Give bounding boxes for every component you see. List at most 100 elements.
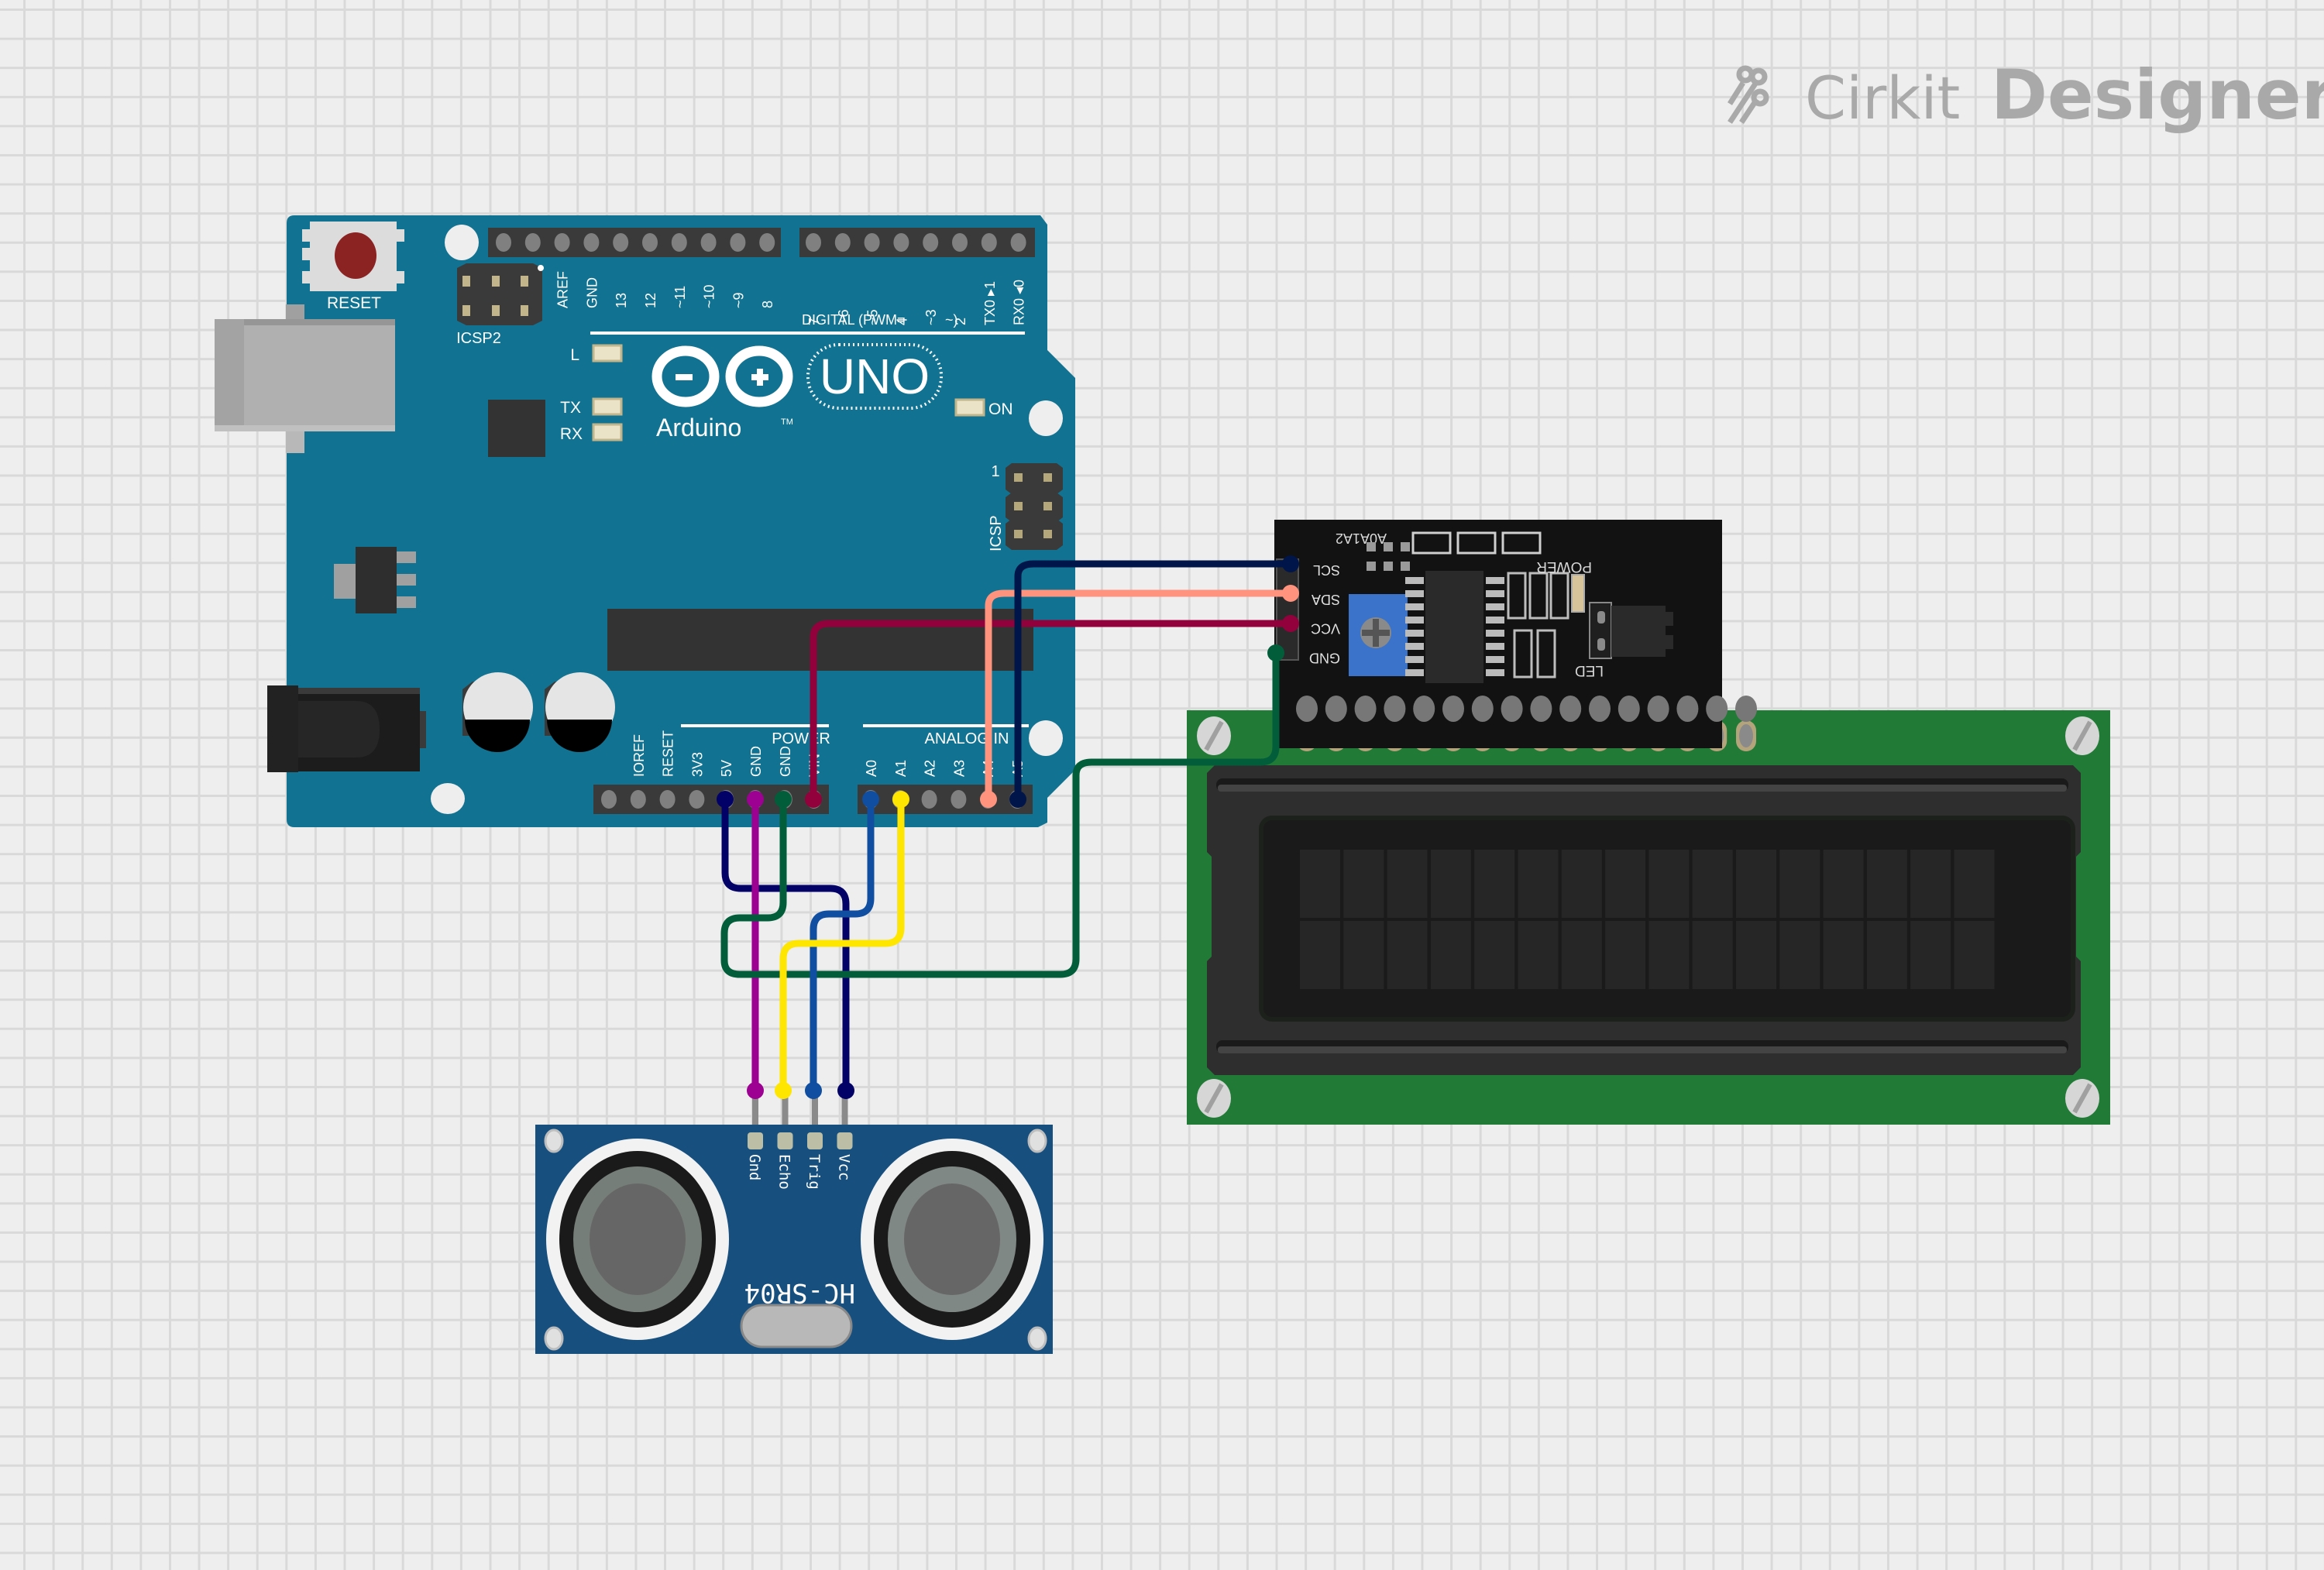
wire-a5-to-i2c-scl[interactable] [1014, 560, 1294, 803]
i2c-bottom-pin [1647, 696, 1669, 722]
i2c-bottom-pin [1589, 696, 1611, 722]
pin-label: ~10 [702, 284, 717, 308]
potentiometer[interactable] [1349, 594, 1408, 676]
lcd-cell [1387, 850, 1428, 918]
header-pin[interactable] [601, 790, 617, 809]
wire-endpoint[interactable] [892, 791, 909, 808]
icsp-label: ICSP [988, 515, 1005, 551]
wire-endpoint[interactable] [1282, 615, 1299, 632]
pin-label: RESET [661, 730, 676, 777]
backlight-jumper[interactable] [1589, 602, 1673, 659]
lcd-cell [1823, 921, 1864, 989]
crystal-oscillator [740, 1304, 853, 1348]
header-pin[interactable] [700, 233, 717, 252]
sensor-pad[interactable] [777, 1132, 793, 1149]
power-led [1571, 574, 1585, 613]
wire-endpoint[interactable] [1009, 791, 1026, 808]
transducer-right [861, 1139, 1043, 1340]
wire-a0-to-trig[interactable] [810, 795, 875, 1094]
sensor-pad[interactable] [807, 1132, 823, 1149]
voltage-regulator [334, 547, 416, 613]
header-pin[interactable] [806, 233, 821, 252]
wire-a1-to-echo[interactable] [779, 795, 905, 1094]
header-pin[interactable] [893, 233, 909, 252]
header-pin[interactable] [1010, 233, 1026, 252]
wire-endpoint[interactable] [747, 791, 764, 808]
header-pin[interactable] [630, 790, 646, 809]
wire-a4-to-i2c-sda[interactable] [985, 589, 1294, 803]
wire-endpoint[interactable] [1267, 644, 1284, 661]
sensor-pad[interactable] [837, 1132, 853, 1149]
header-pin[interactable] [951, 790, 967, 809]
chip-leg [1405, 643, 1424, 650]
power-label: POWER [772, 730, 830, 747]
header-pin[interactable] [759, 233, 775, 252]
wire-endpoint[interactable] [747, 1082, 764, 1099]
wire-gnd-to-i2c-gnd[interactable] [720, 649, 1280, 978]
screw-icon [1197, 716, 1231, 755]
i2c-bottom-pin [1471, 696, 1494, 722]
i2c-bottom-pin [1706, 696, 1728, 722]
chip-leg [1486, 643, 1504, 650]
lcd-cell [1648, 850, 1690, 918]
lcd-pin-hole [1739, 724, 1753, 747]
header-pin[interactable] [554, 233, 570, 252]
analog-header [858, 785, 1033, 814]
i2c-bottom-pin [1559, 696, 1582, 722]
header-pin[interactable] [981, 233, 997, 252]
header-pin[interactable] [642, 233, 658, 252]
wire-endpoint[interactable] [775, 791, 792, 808]
header-pin[interactable] [671, 233, 687, 252]
wire-endpoint[interactable] [837, 1082, 854, 1099]
smd-resistors [1411, 531, 1542, 555]
lcd-16x2[interactable] [1187, 710, 2110, 1125]
chip-leg [1486, 656, 1504, 663]
header-pin[interactable] [952, 233, 968, 252]
header-pin[interactable] [524, 233, 541, 252]
screw-slot [2072, 720, 2092, 751]
pin-label: 8 [760, 301, 775, 308]
screw-slot [1204, 1083, 1224, 1114]
i2c-bottom-pin [1413, 696, 1435, 722]
wire-endpoint[interactable] [862, 791, 879, 808]
wire-endpoint[interactable] [1282, 585, 1299, 602]
pin-label: A2 [923, 760, 938, 777]
mounting-hole [445, 225, 479, 260]
header-pin[interactable] [864, 233, 880, 252]
sensor-pad[interactable] [748, 1132, 763, 1149]
header-pin[interactable] [923, 233, 939, 252]
wire-endpoint[interactable] [775, 1082, 792, 1099]
header-pin[interactable] [730, 233, 746, 252]
header-pin[interactable] [689, 790, 705, 809]
reset-button[interactable] [302, 222, 404, 291]
wire-endpoint[interactable] [717, 791, 734, 808]
wire-endpoint[interactable] [805, 1082, 822, 1099]
header-pin[interactable] [834, 233, 851, 252]
header-pin[interactable] [496, 233, 511, 252]
icsp-pin1-label: 1 [991, 463, 999, 480]
wire-endpoint[interactable] [980, 791, 997, 808]
wire-endpoints [717, 555, 1299, 1099]
wire-endpoint[interactable] [805, 791, 822, 808]
lcd-cell [1823, 850, 1864, 918]
header-pin[interactable] [583, 233, 600, 252]
i2c-bottom-pin [1530, 696, 1552, 722]
reset-label: RESET [327, 294, 381, 312]
header-pin[interactable] [659, 790, 676, 809]
lcd-top-slot-hl [1218, 785, 2067, 792]
plus-icon [751, 369, 768, 386]
wire-vin-to-i2c-vcc[interactable] [810, 620, 1294, 803]
header-pin[interactable] [613, 233, 629, 252]
svg-text:RX: RX [560, 425, 583, 443]
wire-endpoint[interactable] [1282, 555, 1299, 572]
header-pin[interactable] [921, 790, 937, 809]
lcd-cell [1605, 850, 1646, 918]
i2c-bottom-pin [1618, 696, 1640, 722]
